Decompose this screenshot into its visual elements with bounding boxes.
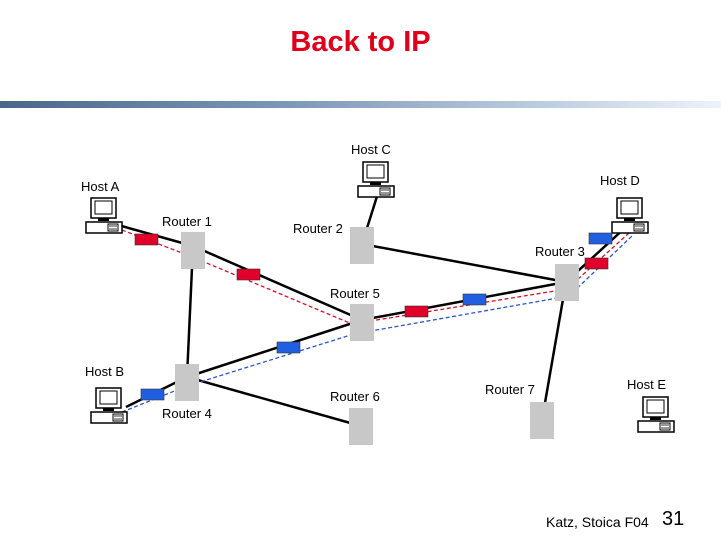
router-6-label: Router 6	[330, 389, 380, 404]
link-router1-router5	[192, 244, 363, 322]
link-router4-router5	[186, 318, 363, 379]
host-a-label: Host A	[81, 179, 120, 194]
host-b-label: Host B	[85, 364, 124, 379]
packet-blue-3	[276, 341, 301, 354]
path-blue-hostB-to-hostD	[121, 235, 633, 413]
packet-blue-1	[588, 232, 613, 245]
router-2-box	[350, 227, 374, 264]
packets	[134, 232, 613, 401]
router-6-box	[349, 408, 373, 445]
packet-blue-2	[462, 293, 487, 306]
router-3-box	[555, 264, 579, 301]
packet-red-4	[584, 257, 609, 270]
link-router2-router3	[361, 242, 567, 284]
router-1-label: Router 1	[162, 214, 212, 229]
host-b-computer-icon	[90, 387, 128, 424]
router-4-box	[175, 364, 199, 401]
packet-red-1	[134, 233, 159, 246]
routers	[175, 227, 579, 445]
packet-blue-4	[140, 388, 165, 401]
host-d-label: Host D	[600, 173, 640, 188]
host-e-computer-icon	[637, 396, 675, 433]
router-4-label: Router 4	[162, 406, 212, 421]
host-d-computer-icon	[611, 197, 649, 234]
router-5-label: Router 5	[330, 286, 380, 301]
router-5-box	[350, 304, 374, 341]
link-router3-router7	[540, 281, 568, 421]
host-c-computer-icon	[357, 161, 395, 198]
packet-red-3	[404, 305, 429, 318]
title-underline-bar	[0, 101, 721, 108]
host-e-label: Host E	[627, 377, 666, 392]
router-2-label: Router 2	[293, 221, 343, 236]
host-c-label: Host C	[351, 142, 391, 157]
footer-credit: Katz, Stoica F04	[546, 514, 649, 530]
host-a-computer-icon	[85, 197, 123, 234]
router-7-label: Router 7	[485, 382, 535, 397]
slide-title: Back to IP	[290, 26, 431, 58]
link-router4-router6	[186, 375, 362, 428]
router-3-label: Router 3	[535, 244, 585, 259]
router-1-box	[181, 232, 205, 269]
router-7-box	[530, 402, 554, 439]
packet-red-2	[236, 268, 261, 281]
page-number: 31	[662, 508, 685, 530]
